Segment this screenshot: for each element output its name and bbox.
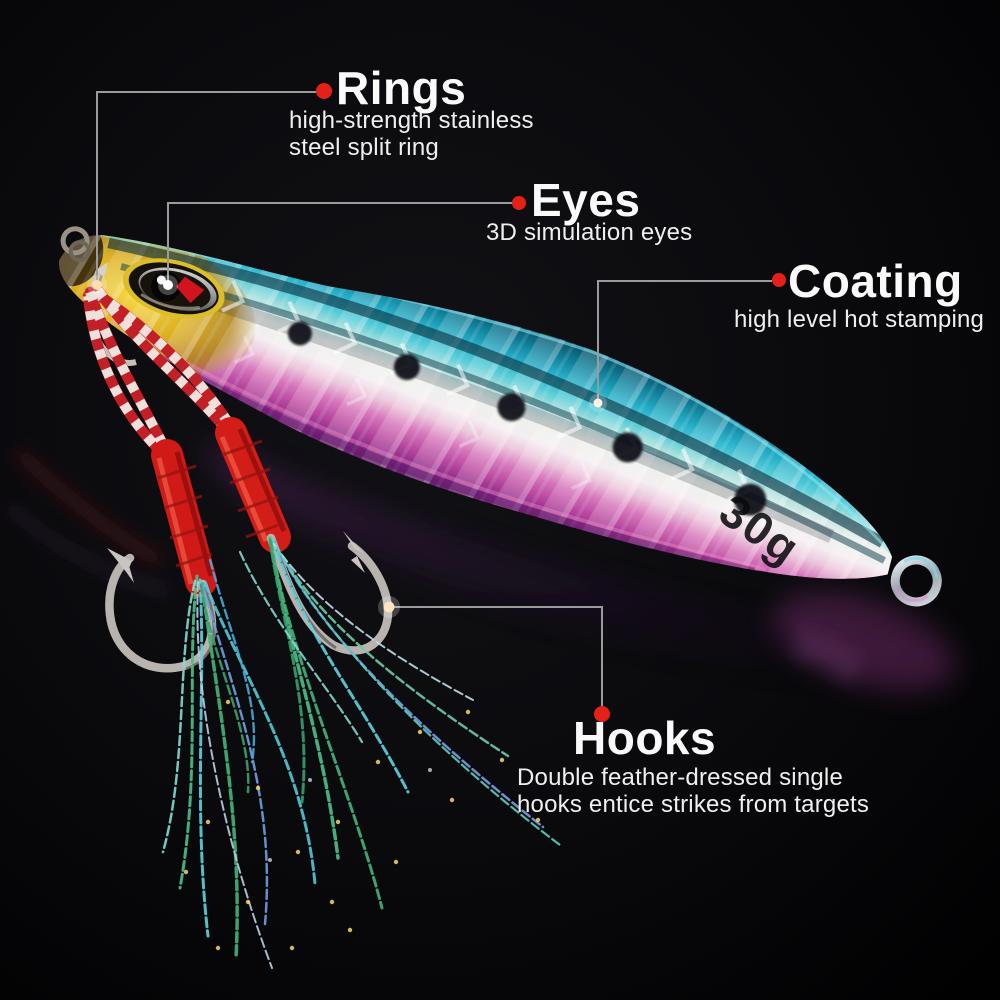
rings-target-dot (92, 280, 102, 290)
rings-leader-line (87, 83, 332, 295)
eyes-marker-dot (512, 196, 526, 210)
hooks-leader-line (378, 596, 610, 722)
nose-split-ring (60, 226, 91, 263)
coating-leader-line (589, 273, 786, 412)
eyes-callout-title: Eyes (531, 174, 641, 226)
rings-marker-dot (316, 83, 332, 99)
tinsel-sparkles (183, 699, 541, 951)
coating-marker-dot (772, 273, 786, 287)
hooks-marker-dot (594, 706, 610, 722)
body-dots (287, 321, 767, 516)
eyes-leader-line (158, 196, 526, 295)
hooks-callout-title: Hooks (573, 712, 717, 764)
hooks-callout-description: Double feather-dressed single hooks enti… (517, 764, 870, 818)
belly-chevrons (233, 335, 593, 491)
eyes-callout-description: 3D simulation eyes (486, 219, 693, 246)
callout-lines (87, 83, 786, 722)
fish-body: 30g (31, 164, 942, 647)
rings-callout-title: Rings (336, 62, 467, 114)
coating-callout-title: Coating (788, 255, 963, 307)
thread-wraps (151, 417, 291, 597)
lure-reflection: 30g (6, 440, 957, 694)
coating-target-dot (593, 398, 603, 408)
tail-ring (890, 555, 942, 607)
tinsel-glints (268, 768, 432, 862)
fish-eye (122, 258, 225, 319)
hooks-target-dot (383, 601, 395, 613)
feather-strands (161, 536, 562, 969)
eyes-target-dot (163, 280, 173, 290)
rings-callout-description: high-strength stainless steel split ring (289, 107, 534, 161)
coating-callout-description: high level hot stamping (734, 306, 985, 333)
